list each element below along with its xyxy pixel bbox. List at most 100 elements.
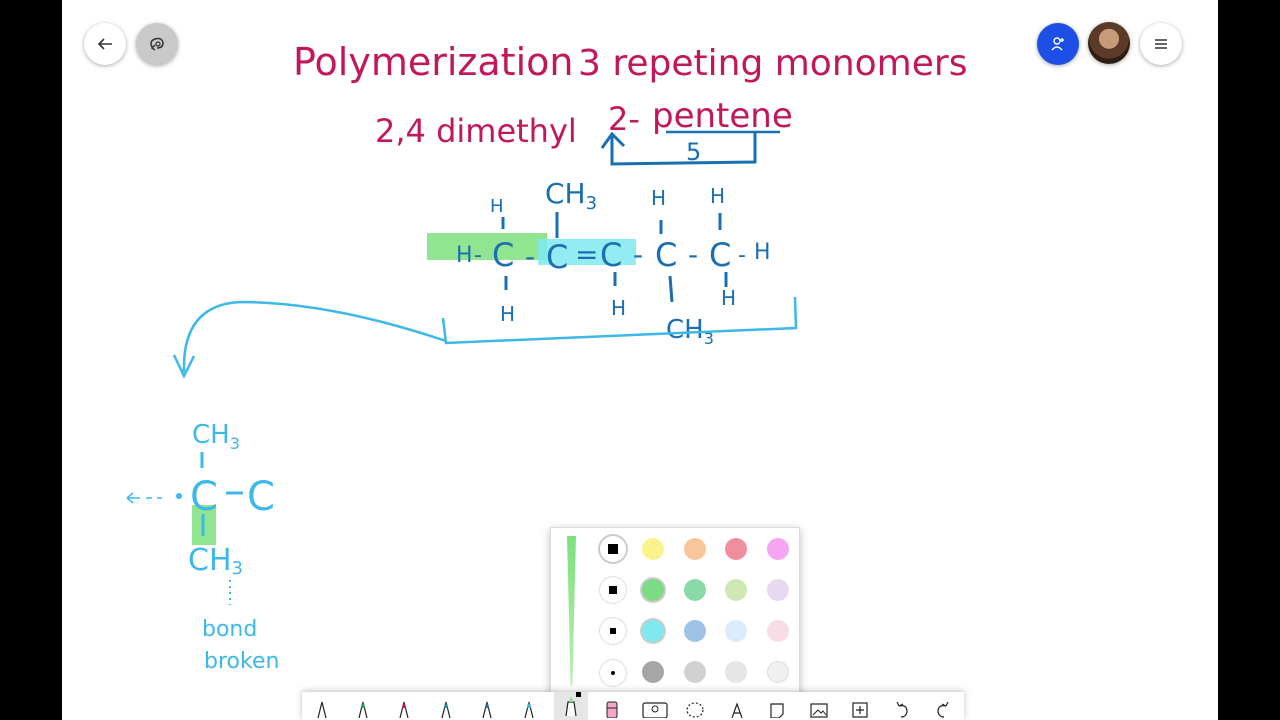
cyan-highlight (538, 239, 636, 265)
share-button[interactable] (1037, 23, 1079, 65)
note-bond: bond (202, 617, 257, 642)
ch3-bottom: CH3 (666, 315, 714, 348)
chain-bracket-arrow (600, 131, 757, 166)
text-tool[interactable] (725, 700, 749, 720)
highlighter-preview (567, 536, 576, 686)
h-left: H (456, 243, 473, 268)
size-lg-option[interactable] (600, 577, 626, 603)
carbon-repeat-2: C (247, 474, 275, 520)
color-gray[interactable] (642, 661, 664, 683)
color-red[interactable] (725, 538, 747, 560)
shape-tool[interactable] (640, 700, 670, 720)
ch3-repeat-bottom: CH3 (188, 543, 243, 579)
color-yellow[interactable] (642, 538, 664, 560)
tool-bar (302, 692, 964, 720)
color-light-pink[interactable] (767, 620, 789, 642)
color-light-green[interactable] (725, 579, 747, 601)
lasso-undo-button[interactable] (136, 23, 178, 65)
color-teal[interactable] (684, 579, 706, 601)
size-sm-option[interactable] (600, 660, 626, 686)
pen-green-tool[interactable] (351, 700, 375, 720)
screencast-logo-icon (130, 701, 140, 710)
add-tool[interactable] (848, 700, 872, 720)
h-top-5: H (710, 184, 725, 208)
h-bottom-1: H (500, 302, 515, 326)
svg-text:-: - (738, 243, 746, 268)
double-bond: = (575, 238, 598, 271)
lasso-undo-icon (150, 37, 164, 51)
svg-text:-: - (525, 240, 535, 273)
highlighter-tool[interactable] (554, 692, 588, 720)
pen-teal-tool[interactable] (434, 700, 458, 720)
text-icon (731, 702, 743, 718)
pen-icon (399, 701, 409, 718)
image-icon (810, 703, 828, 718)
color-orange[interactable] (684, 538, 706, 560)
size-xl-option[interactable] (600, 536, 626, 562)
undo-icon (896, 701, 908, 718)
pen-cyan-tool[interactable] (517, 700, 541, 720)
h-right: H (754, 240, 771, 265)
eraser-tool[interactable] (600, 700, 624, 720)
redo-tool[interactable] (931, 700, 955, 720)
person-add-icon (1051, 37, 1064, 51)
screencast-watermark: RECORDED WITH SCREENCAST MATIC (68, 693, 170, 710)
pen-palette (550, 527, 800, 695)
hamburger-icon (1155, 39, 1167, 49)
back-button[interactable] (84, 23, 126, 65)
menu-button[interactable] (1140, 23, 1182, 65)
carbon-4: C (655, 236, 677, 274)
avatar[interactable] (1088, 22, 1130, 64)
highlighter-icon (565, 692, 581, 716)
color-blue[interactable] (684, 620, 706, 642)
arrow-left-icon (97, 38, 112, 50)
carbon-2: C (546, 238, 568, 276)
carbon-1: C (492, 236, 514, 274)
sticky-note-icon (770, 703, 784, 718)
color-cyan[interactable] (642, 620, 664, 642)
green-highlight (427, 233, 547, 260)
h-bottom-3: H (611, 296, 626, 320)
h-top-1: H (490, 196, 504, 217)
redo-icon (937, 701, 949, 718)
carbon-3: C (600, 236, 622, 274)
pen-magenta-tool[interactable] (392, 700, 416, 720)
sticky-note-tool[interactable] (765, 700, 789, 720)
undo-tool[interactable] (890, 700, 914, 720)
pen-icon (317, 701, 327, 718)
h-bottom-5: H (721, 286, 736, 310)
color-green[interactable] (642, 579, 664, 601)
title-polymerization: Polymerization (293, 40, 573, 84)
pen-black-tool[interactable] (310, 700, 334, 720)
pen-icon (358, 701, 368, 718)
compound-position: 2- (608, 100, 640, 138)
pen-icon (524, 701, 534, 718)
compound-prefix: 2,4 dimethyl (375, 112, 577, 150)
ch3-top: CH3 (545, 177, 597, 214)
title-monomers: 3 repeting monomers (578, 43, 967, 84)
color-light-blue[interactable] (725, 620, 747, 642)
note-broken: broken (204, 649, 279, 674)
color-white[interactable] (767, 661, 789, 683)
size-md-option[interactable] (600, 618, 626, 644)
add-icon (852, 702, 868, 718)
lasso-tool[interactable] (683, 700, 707, 720)
color-pink[interactable] (767, 538, 789, 560)
h-top-4: H (651, 186, 666, 210)
image-tool[interactable] (807, 700, 831, 720)
curved-arrow (172, 300, 447, 379)
color-lavender[interactable] (767, 579, 789, 601)
svg-text:-: - (688, 238, 698, 271)
carbon-repeat-1: C (190, 474, 218, 520)
svg-text:-: - (474, 243, 482, 268)
eraser-icon (606, 701, 618, 718)
pen-blue-tool[interactable] (475, 700, 499, 720)
pen-icon (482, 701, 492, 718)
chain-count: 5 (686, 138, 701, 166)
shape-icon (642, 702, 668, 718)
monomer-bracket (441, 296, 798, 345)
color-lighter-gray[interactable] (725, 661, 747, 683)
carbon-5: C (709, 236, 731, 274)
color-light-gray[interactable] (684, 661, 706, 683)
